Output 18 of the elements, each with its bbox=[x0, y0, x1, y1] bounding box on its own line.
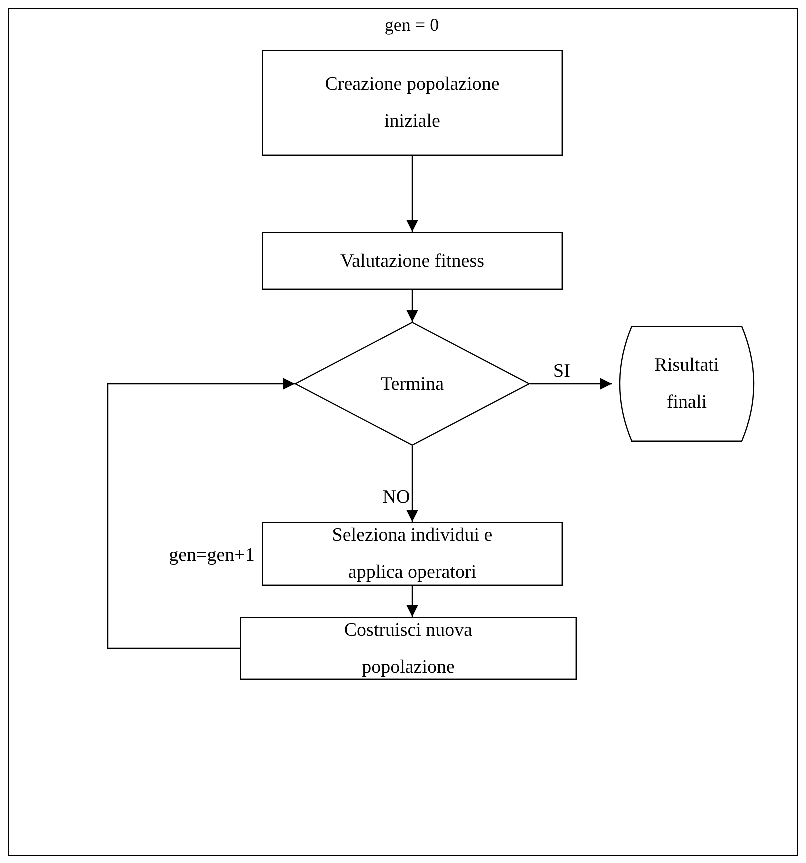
node-text: Termina bbox=[380, 372, 444, 396]
decision-diamond bbox=[295, 322, 530, 446]
arrow bbox=[406, 586, 418, 617]
process-box bbox=[262, 50, 563, 156]
arrow bbox=[406, 156, 418, 232]
node-text: Risultati finali bbox=[654, 354, 720, 415]
node-text: Valutazione fitness bbox=[340, 250, 485, 274]
arrow bbox=[530, 378, 612, 390]
node-text: Creazione popolazione iniziale bbox=[324, 73, 501, 134]
arrow bbox=[107, 378, 295, 650]
node-text: Seleziona individui e applica operatori bbox=[331, 524, 494, 585]
arrow bbox=[406, 446, 418, 522]
process-box bbox=[262, 522, 563, 586]
process-box bbox=[240, 617, 577, 680]
arrow bbox=[406, 290, 418, 322]
node-text: Costruisci nuova popolazione bbox=[343, 618, 474, 680]
process-box bbox=[262, 232, 563, 290]
note-text: gen = 0 bbox=[384, 14, 440, 36]
